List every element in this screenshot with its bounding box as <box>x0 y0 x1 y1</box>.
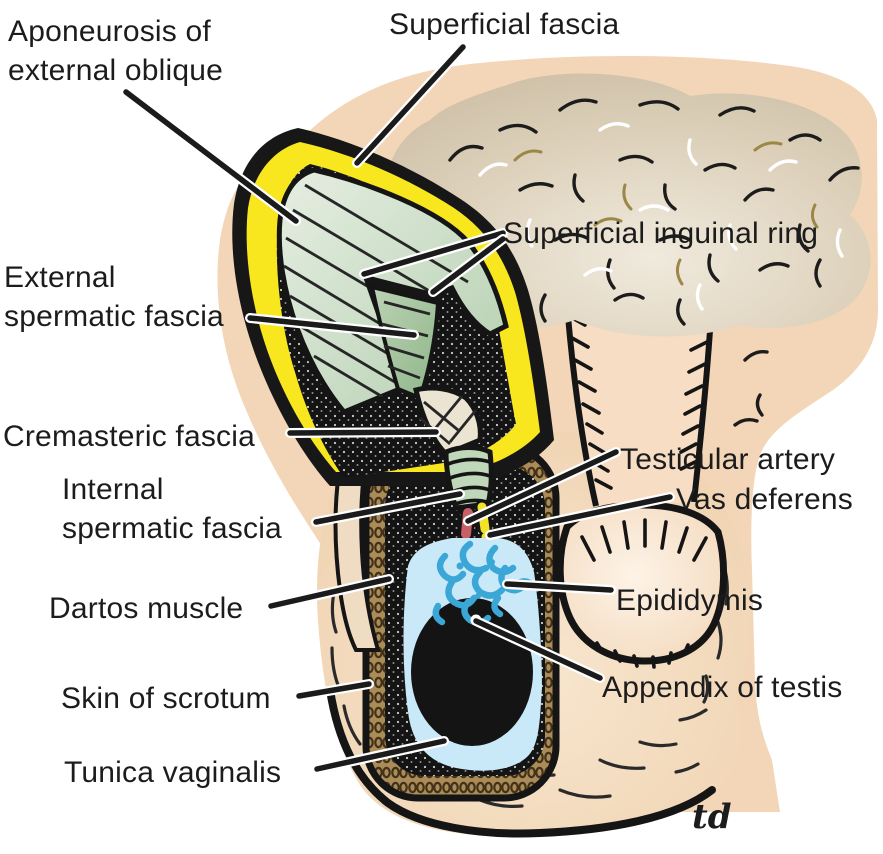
label-external-spermatic-fascia: External spermatic fascia <box>4 261 224 333</box>
artist-signature: td <box>692 797 732 837</box>
leader-inguinal-ring-b <box>430 236 506 295</box>
leader-inguinal-ring-a <box>361 230 506 277</box>
penis-shaft <box>563 291 769 507</box>
label-dartos-muscle: Dartos muscle <box>49 592 244 625</box>
label-testicular-artery: Testicular artery <box>620 443 836 476</box>
label-vas-deferens: Vas deferens <box>676 483 853 516</box>
leader-aponeurosis <box>123 89 299 224</box>
leader-internal-spermatic <box>313 491 463 525</box>
label-tunica-vaginalis: Tunica vaginalis <box>64 756 282 789</box>
label-superficial-inguinal-ring: Superficial inguinal ring <box>503 217 819 250</box>
label-cremasteric-fascia: Cremasteric fascia <box>3 420 255 453</box>
label-superficial-fascia: Superficial fascia <box>389 8 620 41</box>
leader-tunica-vaginalis <box>314 738 447 772</box>
leader-dartos <box>268 576 392 609</box>
leader-cremasteric <box>287 429 439 436</box>
label-appendix-of-testis: Appendix of testis <box>602 671 843 704</box>
tunica-vaginalis-cavity <box>403 538 542 771</box>
label-aponeurosis-of-external-oblique: Aponeurosis of external oblique <box>8 15 224 87</box>
leader-appendix-of-testis <box>473 618 603 681</box>
leader-superficial-fascia <box>354 44 466 166</box>
leader-external-spermatic <box>247 315 417 338</box>
leader-skin-of-scrotum <box>296 681 372 699</box>
external-spermatic-fascia-cone <box>369 284 441 401</box>
leader-vas-deferens <box>487 494 673 538</box>
pampiniform-plexus <box>432 540 535 626</box>
glans-penis <box>556 501 728 669</box>
leader-epididymis <box>504 581 614 593</box>
label-skin-of-scrotum: Skin of scrotum <box>61 682 271 715</box>
label-internal-spermatic-fascia: Internal spermatic fascia <box>62 473 282 545</box>
leader-testicular-artery <box>465 449 619 524</box>
leader-lines <box>121 42 675 774</box>
label-epididymis: Epididymis <box>616 584 764 617</box>
